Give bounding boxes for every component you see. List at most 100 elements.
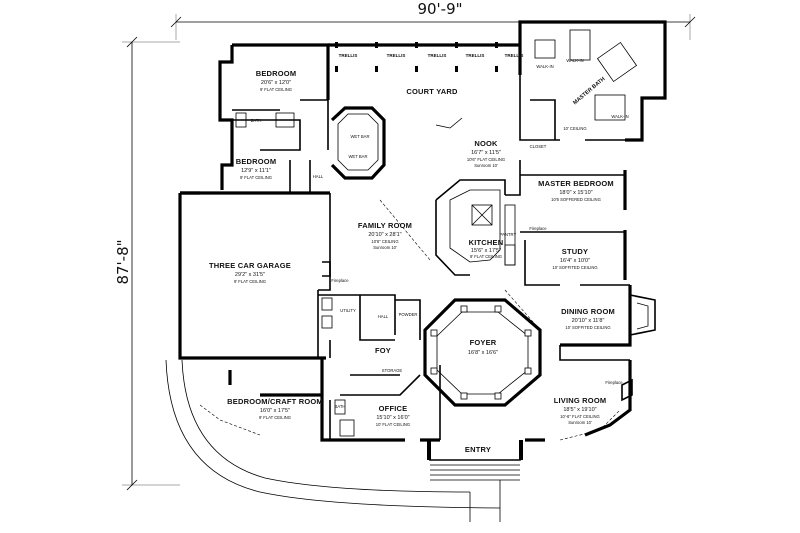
garage-dim: 29'2" x 31'5": [235, 272, 265, 278]
fireplace-label-3: Fireplace: [529, 226, 547, 231]
dining-room-dim: 20'10" x 11'8": [572, 318, 605, 324]
bath-label-1: BATH: [251, 118, 262, 123]
room-nook: NOOK 16'7" x 11'5" 10'6" FLAT CEILING Su…: [467, 139, 505, 168]
foyer-dim: 16'8" x 16'6": [468, 350, 498, 356]
width-dimension-label: 90'-9": [417, 0, 462, 18]
foyer-octagon: [423, 298, 542, 407]
trellis-label-2: TRELLIS: [387, 53, 406, 58]
wet-bar-label-1: WET BAR: [350, 134, 369, 139]
study-name: STUDY: [562, 247, 588, 256]
master-bedroom-name: MASTER BEDROOM: [538, 179, 614, 188]
bath-label-2: BATH: [335, 404, 346, 409]
master-bath-name: MASTER BATH: [572, 76, 606, 106]
room-dining-room: DINING ROOM 20'10" x 11'8" 10' SOFFITED …: [561, 307, 615, 330]
room-living-room: LIVING ROOM 18'5" x 19'10" 10'-6" FLAT C…: [554, 396, 607, 425]
family-room-name: FAMILY ROOM: [358, 221, 412, 230]
storage-label: STORAGE: [382, 368, 403, 373]
room-master-bedroom: MASTER BEDROOM 18'0" x 15'10" 10'6 SOFFE…: [538, 179, 614, 202]
driveway: [165, 359, 501, 522]
bedroom-craft-dim: 16'0" x 17'5": [260, 408, 290, 414]
room-court-yard: COURT YARD: [406, 87, 457, 96]
room-foy: FOY: [375, 346, 391, 355]
living-room-name: LIVING ROOM: [554, 396, 607, 405]
bedroom-1-dim: 20'6" x 12'0": [261, 80, 291, 86]
office-dim: 15'10" x 16'0": [376, 415, 409, 421]
powder-label: POWDER: [399, 312, 418, 317]
entry-steps: [427, 440, 523, 481]
bedroom-1-name: BEDROOM: [256, 69, 297, 78]
room-bedroom-craft: BEDROOM/CRAFT ROOM 16'0" x 17'5" 9' FLAT…: [227, 397, 323, 420]
bedroom-2-name: BEDROOM: [236, 157, 277, 166]
pantry-label: PANTRY: [500, 232, 517, 237]
bays-and-fireplaces: Fireplace Fireplace Fireplace: [322, 226, 656, 402]
family-room-note: 10'6" CEILING: [371, 239, 398, 244]
office-note: 10' FLAT CEILING: [376, 422, 410, 427]
room-bedroom-1: BEDROOM 20'6" x 12'0" 9' FLAT CEILING: [256, 69, 297, 92]
utility-area: UTILITY HALL POWDER STORAGE: [321, 297, 418, 373]
dashed-lines: [199, 199, 621, 441]
ceiling-label: 10' CEILING: [563, 126, 586, 131]
master-bath-fixtures: WALK-IN WALK-IN WALK-IN CLOSET 10' CEILI…: [530, 29, 638, 149]
office-name: OFFICE: [379, 404, 408, 413]
trellis-label-3: TRELLIS: [428, 53, 447, 58]
hall-label-2: HALL: [378, 314, 389, 319]
room-study: STUDY 16'4" x 10'0" 10' SOFFITED CEILING: [552, 247, 597, 270]
living-room-note-2: Sunroom 10': [568, 420, 592, 425]
trellis-label-1: TRELLIS: [339, 53, 358, 58]
nook-name: NOOK: [474, 139, 498, 148]
room-kitchen: KITCHEN 15'6" x 17'5" 9' FLAT CEILING: [469, 238, 504, 259]
room-bedroom-2: BEDROOM 12'9" x 11'1" 9' FLAT CEILING: [236, 157, 277, 180]
trellis-row: TRELLIS TRELLIS TRELLIS TRELLIS TRELLIS: [335, 42, 524, 129]
foy-name: FOY: [375, 346, 391, 355]
trellis-label-4: TRELLIS: [466, 53, 485, 58]
room-master-bath: MASTER BATH: [572, 76, 606, 106]
interior-walls: [232, 75, 630, 461]
family-room-dim: 20'10" x 28'1": [368, 232, 401, 238]
garage-note: 9' FLAT CEILING: [234, 279, 266, 284]
overall-dimensions: 90'-9" 87'-8": [114, 0, 696, 491]
bedroom-craft-note: 9' FLAT CEILING: [259, 415, 291, 420]
family-room-note-2: Sunroom 10': [373, 245, 397, 250]
room-three-car-garage: THREE CAR GARAGE 29'2" x 31'5" 9' FLAT C…: [209, 261, 291, 284]
exterior-walls: [178, 20, 667, 442]
master-bedroom-dim: 18'0" x 15'10": [559, 190, 592, 196]
foyer-name: FOYER: [470, 338, 497, 347]
study-dim: 16'4" x 10'0": [560, 258, 590, 264]
bedroom-2-note: 9' FLAT CEILING: [240, 175, 272, 180]
utility-label: UTILITY: [340, 308, 356, 313]
study-note: 10' SOFFITED CEILING: [552, 265, 597, 270]
garage-name: THREE CAR GARAGE: [209, 261, 291, 270]
nook-note-2: Sunroom 10': [474, 163, 498, 168]
room-entry: ENTRY: [465, 445, 491, 454]
depth-dimension-label: 87'-8": [114, 239, 132, 284]
left-bath-fixtures: BATH BATH HALL: [235, 112, 355, 437]
nook-note: 10'6" FLAT CEILING: [467, 157, 505, 162]
fireplace-label-2: Fireplace: [331, 278, 349, 283]
walk-in-label-1: WALK-IN: [536, 64, 553, 69]
kitchen-island: PANTRY: [435, 179, 517, 276]
closet-label: CLOSET: [530, 144, 547, 149]
bedroom-craft-name: BEDROOM/CRAFT ROOM: [227, 397, 323, 406]
room-family-room: FAMILY ROOM 20'10" x 28'1" 10'6" CEILING…: [358, 221, 412, 250]
bedroom-2-dim: 12'9" x 11'1": [241, 168, 271, 174]
living-room-dim: 18'5" x 19'10": [563, 407, 596, 413]
wet-bar-label-2: WET BAR: [348, 154, 367, 159]
walk-in-label-3: WALK-IN: [611, 114, 628, 119]
living-room-note: 10'-6" FLAT CEILING: [560, 414, 600, 419]
entry-name: ENTRY: [465, 445, 491, 454]
bedroom-1-note: 9' FLAT CEILING: [260, 87, 292, 92]
room-office: OFFICE 15'10" x 16'0" 10' FLAT CEILING: [376, 404, 410, 427]
hall-label-1: HALL: [313, 174, 324, 179]
dining-room-note: 10' SOFFITED CEILING: [565, 325, 610, 330]
master-bedroom-note: 10'6 SOFFERED CEILING: [551, 197, 601, 202]
kitchen-name: KITCHEN: [469, 238, 504, 247]
dining-room-name: DINING ROOM: [561, 307, 615, 316]
trellis-label-5: TRELLIS: [505, 53, 524, 58]
fireplace-label-1: Fireplace: [605, 380, 623, 385]
wet-bar-area: WET BAR WET BAR: [330, 106, 386, 180]
kitchen-note: 9' FLAT CEILING: [470, 254, 502, 259]
nook-dim: 16'7" x 11'5": [471, 150, 501, 156]
kitchen-dim: 15'6" x 17'5": [471, 248, 501, 254]
walk-in-label-2: WALK-IN: [566, 58, 583, 63]
